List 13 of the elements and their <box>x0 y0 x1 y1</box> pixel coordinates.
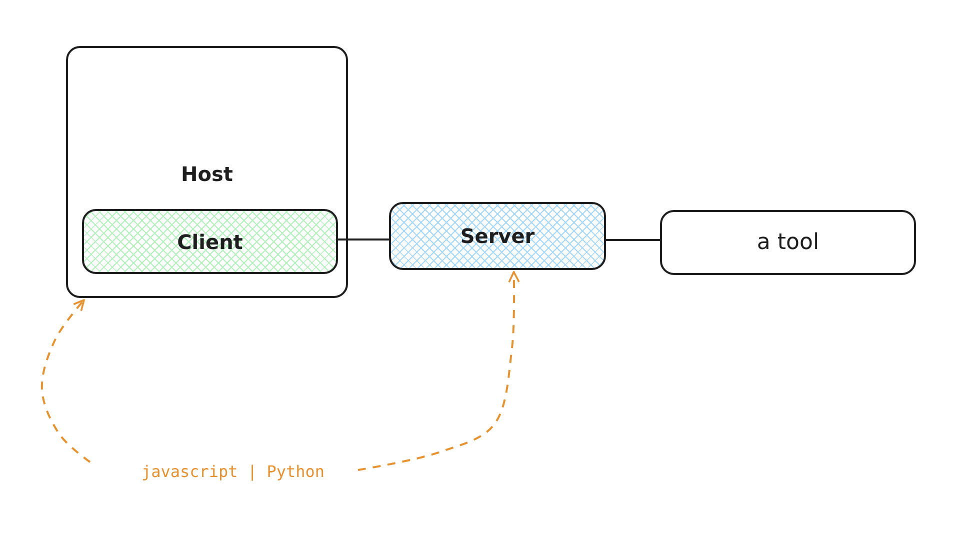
arrow <box>358 271 520 471</box>
node-label: Server <box>460 224 535 248</box>
arrow <box>40 299 91 463</box>
language-text: javascript | Python <box>141 462 325 480</box>
node-label: Host <box>181 162 233 186</box>
connector-line <box>338 238 389 240</box>
client-box <box>82 209 338 274</box>
node-label: Client <box>177 230 243 254</box>
host-box <box>66 46 348 298</box>
tool-box <box>660 210 916 275</box>
connector-line <box>606 239 660 241</box>
server-box <box>389 202 606 270</box>
node-label: a tool <box>756 230 820 255</box>
